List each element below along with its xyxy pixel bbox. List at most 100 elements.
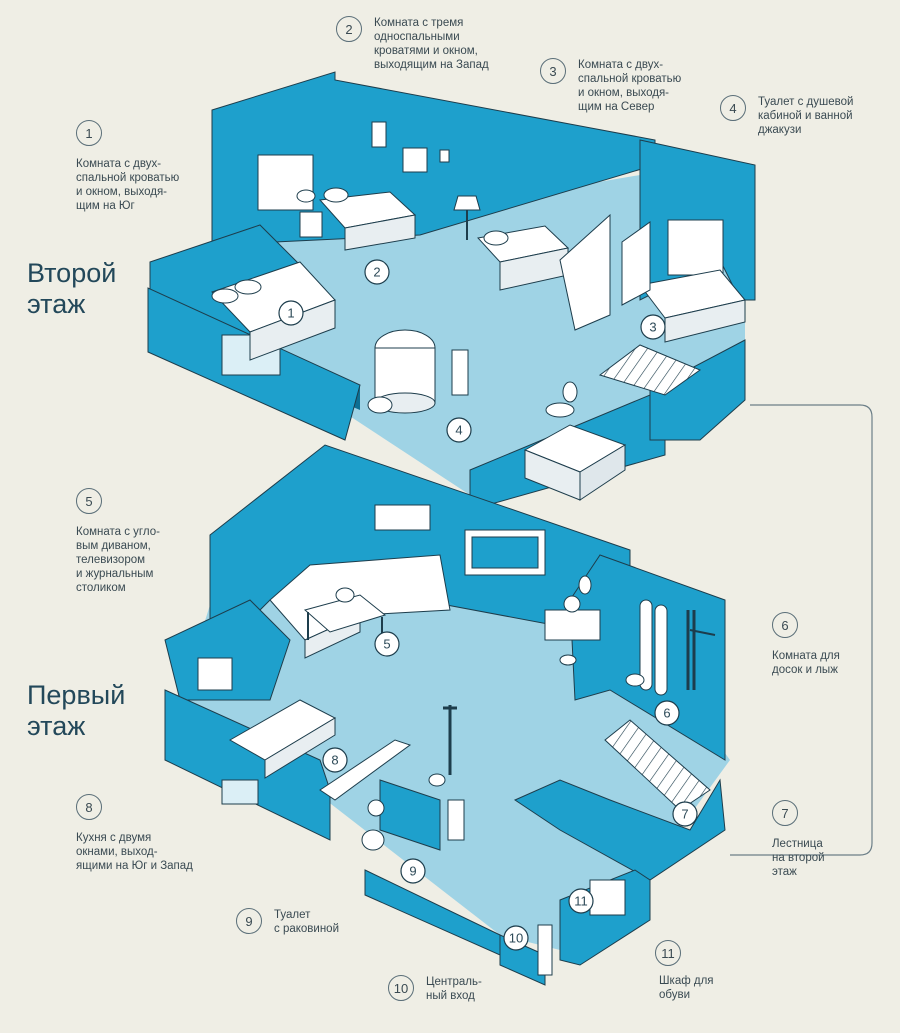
legend-text: Туалет с раковиной — [274, 909, 339, 935]
legend-note-3: 3 Комната с двух- спальной кроватью и ок… — [540, 58, 681, 114]
basket — [625, 673, 645, 687]
second-floor-title: Второй этаж — [27, 258, 117, 319]
entrance-door — [537, 924, 553, 976]
room-marker-11: 11 — [568, 888, 594, 914]
legend-note-11: 11 Шкаф для обуви — [655, 940, 714, 1002]
cabinet — [544, 609, 601, 641]
legend-note-8: 8 Кухня с двумя окнами, выход- ящими на … — [76, 794, 193, 873]
room-marker-circle — [568, 888, 594, 914]
legend-text: Кухня с двумя окнами, выход- ящими на Юг… — [76, 832, 193, 872]
kitchen-counter — [319, 739, 412, 801]
picture — [402, 147, 428, 173]
room-marker-circle — [374, 631, 400, 657]
room-marker-1: 1 — [278, 300, 304, 326]
staircase-top — [598, 344, 702, 396]
mirror — [562, 381, 578, 403]
legend-number: 4 — [720, 95, 746, 121]
room-marker-circle — [654, 700, 680, 726]
bathroom-door — [451, 349, 469, 396]
mirror — [578, 575, 592, 595]
room-marker-4: 4 — [446, 417, 472, 443]
room-marker-3: 3 — [640, 314, 666, 340]
room-marker-circle — [278, 300, 304, 326]
double-bed-room-3 — [639, 269, 746, 343]
room-marker-circle — [400, 858, 426, 884]
room-marker-circle — [640, 314, 666, 340]
room-marker-label: 8 — [331, 753, 338, 768]
stool — [428, 773, 446, 787]
legend-note-10: 10 Централь- ный вход — [388, 975, 482, 1003]
ski-rack — [639, 599, 716, 696]
legend-text: Комната с двух- спальной кроватью и окно… — [76, 158, 180, 212]
floor-lamp — [453, 195, 481, 240]
legend-note-4: 4 Туалет с душевой кабиной и ванной джак… — [720, 95, 853, 137]
toilet — [367, 396, 393, 414]
legend-number: 11 — [655, 940, 681, 966]
legend-number: 1 — [76, 120, 102, 146]
shoe-closet — [589, 879, 626, 916]
single-bed — [318, 187, 417, 251]
window-kitchen-west — [197, 657, 233, 691]
toilet-door — [447, 799, 465, 841]
room-marker-circle — [446, 417, 472, 443]
room-marker-label: 2 — [373, 265, 380, 280]
legend-note-1: 1 Комната с двух- спальной кроватью и ок… — [76, 120, 179, 213]
room-marker-label: 9 — [409, 864, 416, 879]
legend-number: 6 — [772, 612, 798, 638]
room-marker-circle — [672, 801, 698, 827]
legend-text: Комната с угло- вым диваном, телевизором… — [76, 526, 160, 594]
legend-note-5: 5 Комната с угло- вым диваном, телевизор… — [76, 488, 160, 595]
room-marker-label: 10 — [509, 931, 523, 946]
room-marker-8: 8 — [322, 747, 348, 773]
legend-note-7: 7 Лестница на второй этаж — [772, 800, 825, 879]
legend-number: 3 — [540, 58, 566, 84]
room-marker-5: 5 — [374, 631, 400, 657]
legend-text: Комната с тремя односпальными кроватями … — [374, 17, 489, 71]
legend-number: 8 — [76, 794, 102, 820]
nightstand — [299, 211, 323, 238]
sink — [367, 799, 385, 817]
picture — [371, 121, 387, 148]
front-wall-right — [649, 339, 746, 441]
legend-text: Туалет с душевой кабиной и ванной джакуз… — [758, 96, 854, 136]
room-marker-circle — [322, 747, 348, 773]
legend-text: Шкаф для обуви — [659, 975, 714, 1001]
staircase — [604, 719, 711, 811]
legend-note-2: 2 Комната с тремя односпальными кроватям… — [336, 16, 489, 72]
legend-text: Комната с двух- спальной кроватью и окно… — [578, 59, 682, 113]
jacuzzi — [523, 424, 627, 501]
room-marker-label: 6 — [663, 706, 670, 721]
window-north — [667, 219, 724, 276]
legend-number: 2 — [336, 16, 362, 42]
partition — [559, 213, 611, 331]
lamp — [563, 595, 581, 613]
wardrobe — [621, 221, 651, 306]
left-wall-kitchen — [164, 599, 291, 701]
legend-text: Комната для досок и лыж — [772, 650, 840, 676]
window-kitchen-south — [221, 779, 259, 805]
room-marker-9: 9 — [400, 858, 426, 884]
legend-text: Централь- ный вход — [426, 976, 482, 1002]
sink — [545, 402, 575, 418]
coffee-table — [303, 587, 387, 642]
room-marker-10: 10 — [503, 925, 529, 951]
legend-number: 9 — [236, 908, 262, 934]
front-wall-stairs — [513, 778, 726, 881]
legend-note-6: 6 Комната для досок и лыж — [772, 612, 840, 677]
room-marker-6: 6 — [654, 700, 680, 726]
pouf — [559, 654, 577, 666]
coat-stand — [443, 705, 457, 775]
legend-note-9: 9 Туалет с раковиной — [236, 908, 339, 936]
room-markers: 1 2 3 4 5 6 7 8 9 10 11 — [278, 259, 698, 951]
kitchen-table — [228, 699, 337, 779]
first-floor-model — [164, 444, 730, 986]
lamp — [296, 189, 316, 203]
room-marker-label: 1 — [287, 306, 294, 321]
first-floor-title: Первый этаж — [27, 680, 126, 741]
double-bed-room-1 — [211, 261, 336, 361]
room-marker-label: 11 — [574, 894, 588, 909]
room-marker-7: 7 — [672, 801, 698, 827]
toilet — [361, 829, 385, 851]
picture — [374, 504, 431, 531]
